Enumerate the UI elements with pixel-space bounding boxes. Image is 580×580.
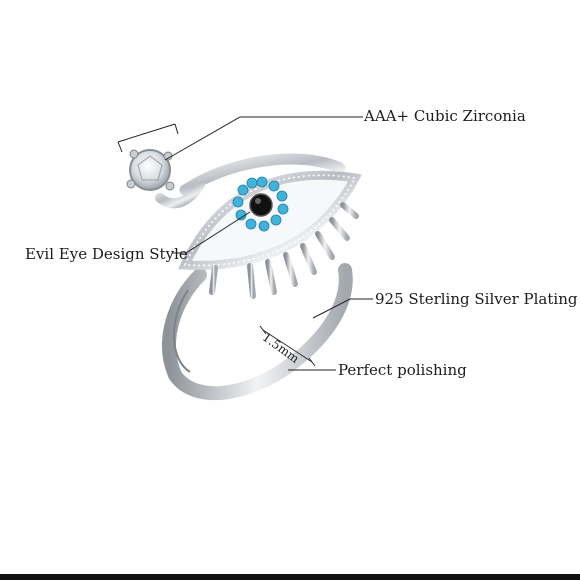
- cubic-zirconia-label: AAA+ Cubic Zirconia: [364, 107, 526, 125]
- sterling-silver-label: 925 Sterling Silver Plating: [375, 290, 578, 308]
- leader-lines: [117, 116, 373, 371]
- cubic-zirconia-stone: [129, 149, 171, 191]
- ring-shank: [162, 263, 353, 401]
- prong-arm: [155, 180, 205, 209]
- ring-shank-highlight: [214, 299, 332, 387]
- pupil-stone: [249, 193, 273, 217]
- evil-eye-label: Evil Eye Design Style: [25, 245, 188, 263]
- polishing-label: Perfect polishing: [338, 361, 467, 379]
- ring-shank-inner: [173, 289, 191, 373]
- eyelashes: [209, 202, 359, 299]
- turquoise-iris: [232, 176, 289, 232]
- bottom-divider: [0, 574, 580, 580]
- eye-outline: [178, 170, 362, 270]
